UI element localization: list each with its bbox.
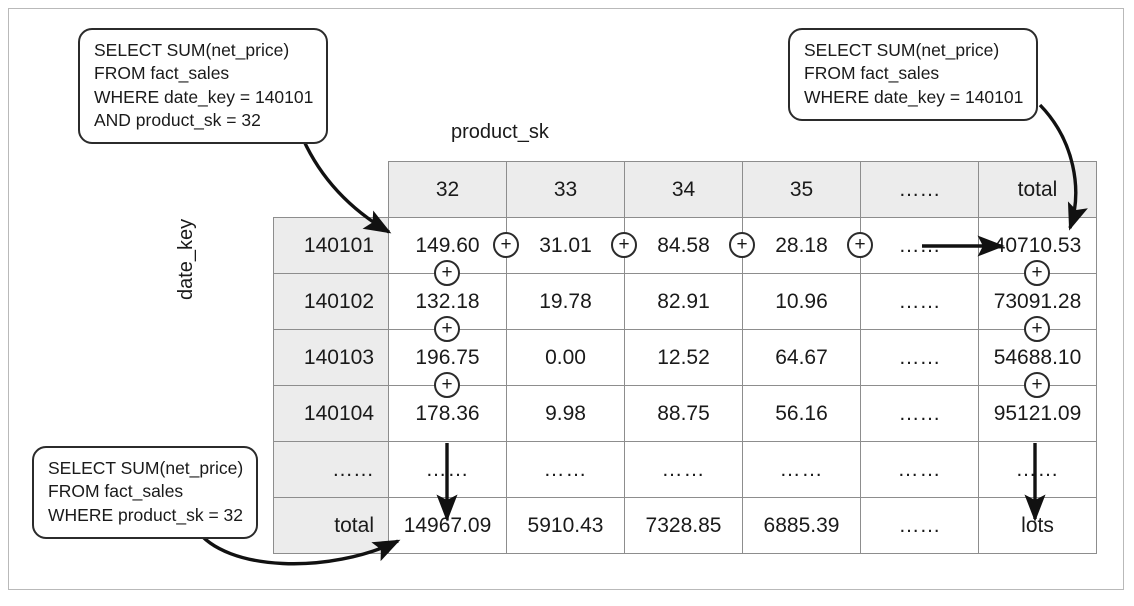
cell-r2-c3: 64.67 (742, 329, 861, 386)
row-header-5: total (273, 497, 389, 554)
cell-r4-c3: …… (742, 441, 861, 498)
cell-r3-c4: …… (860, 385, 979, 442)
callout-cell-query: SELECT SUM(net_price) FROM fact_sales WH… (78, 28, 329, 145)
cell-r0-c2: 84.58 (624, 217, 743, 274)
plus-horizontal-4: + (847, 232, 873, 258)
cell-r3-c3: 56.16 (742, 385, 861, 442)
cell-r5-c0: 14967.09 (388, 497, 507, 554)
cell-r0-c4: …… (860, 217, 979, 274)
cell-r2-c1: 0.00 (506, 329, 625, 386)
table-row: …………………………………… (273, 441, 1097, 498)
row-header-1: 140102 (273, 273, 389, 330)
cell-r0-c1: 31.01 (506, 217, 625, 274)
cell-r2-c2: 12.52 (624, 329, 743, 386)
cell-r5-c3: 6885.39 (742, 497, 861, 554)
column-header-4: …… (860, 161, 979, 218)
column-header-2: 34 (624, 161, 743, 218)
cell-r0-c3: 28.18 (742, 217, 861, 274)
row-header-4: …… (273, 441, 389, 498)
cell-r1-c3: 10.96 (742, 273, 861, 330)
cell-r2-c4: …… (860, 329, 979, 386)
callout-column-total-query: SELECT SUM(net_price) FROM fact_sales WH… (32, 446, 259, 539)
figure-border (8, 8, 1124, 590)
plus-vertical-total-2: + (1024, 316, 1050, 342)
cell-r4-c1: …… (506, 441, 625, 498)
plus-vertical-first-3: + (434, 372, 460, 398)
column-header-3: 35 (742, 161, 861, 218)
plus-horizontal-3: + (729, 232, 755, 258)
cell-r3-c2: 88.75 (624, 385, 743, 442)
row-header-0: 140101 (273, 217, 389, 274)
plus-horizontal-2: + (611, 232, 637, 258)
cell-r1-c1: 19.78 (506, 273, 625, 330)
cell-r5-c2: 7328.85 (624, 497, 743, 554)
column-axis-title: product_sk (451, 121, 549, 143)
callout-row-total-query: SELECT SUM(net_price) FROM fact_sales WH… (788, 28, 1039, 121)
matrix-corner-cell (274, 162, 389, 218)
cell-r5-c1: 5910.43 (506, 497, 625, 554)
cell-r3-c1: 9.98 (506, 385, 625, 442)
cell-r5-c4: …… (860, 497, 979, 554)
plus-vertical-total-3: + (1024, 372, 1050, 398)
plus-vertical-first-1: + (434, 260, 460, 286)
plus-horizontal-1: + (493, 232, 519, 258)
cell-r1-c4: …… (860, 273, 979, 330)
row-header-3: 140104 (273, 385, 389, 442)
cell-r3-c0: 178.36 (388, 385, 507, 442)
cell-r4-c0: …… (388, 441, 507, 498)
cell-r1-c2: 82.91 (624, 273, 743, 330)
column-header-5: total (978, 161, 1097, 218)
plus-vertical-first-2: + (434, 316, 460, 342)
column-header-0: 32 (388, 161, 507, 218)
cell-r4-c5: …… (978, 441, 1097, 498)
cell-r5-c5: lots (978, 497, 1097, 554)
cell-r4-c2: …… (624, 441, 743, 498)
plus-vertical-total-1: + (1024, 260, 1050, 286)
column-header-1: 33 (506, 161, 625, 218)
row-header-2: 140103 (273, 329, 389, 386)
row-axis-title: date_key (175, 218, 197, 300)
cell-r4-c4: …… (860, 441, 979, 498)
